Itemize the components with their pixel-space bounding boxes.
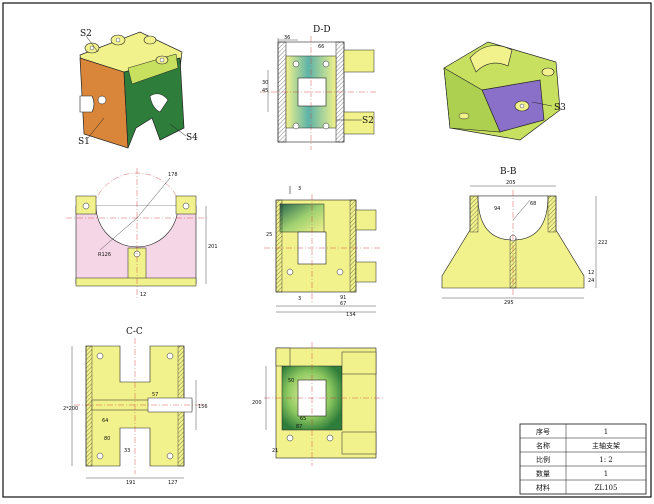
cc-dim-c: 156 <box>198 404 208 410</box>
tb-label-index: 序号 <box>536 427 550 436</box>
bm-dim-a: 200 <box>252 400 262 406</box>
bm-dim-b: 50 <box>288 378 294 384</box>
tb-label-scale: 比例 <box>536 455 550 464</box>
bm-dim-e: 21 <box>272 448 278 454</box>
sec-dim-c: 201 <box>208 244 218 250</box>
bb-dim-r: 68 <box>530 201 536 207</box>
bb-dim-small: 12 <box>588 270 594 276</box>
tb-value-scale: 1: 2 <box>599 456 613 464</box>
mid-dim-b: 67 <box>340 301 346 307</box>
front-section-view: 178 R126 201 12 <box>66 168 218 298</box>
mid-section-mark-bottom: 3 <box>298 296 301 302</box>
tb-label-name: 名称 <box>536 441 550 450</box>
mid-dim-a: 91 <box>340 295 346 301</box>
tb-label-material: 材料 <box>536 483 550 492</box>
cc-dim-a: 191 <box>126 480 136 486</box>
cc-dim-e: 57 <box>152 392 158 398</box>
label-s4: S4 <box>186 133 198 143</box>
sec-dim-b: R126 <box>98 252 111 258</box>
label-s2-dd: S2 <box>362 116 374 126</box>
tb-value-qty: 1 <box>604 470 608 478</box>
label-s3: S3 <box>554 103 566 113</box>
bb-dim-h: 222 <box>598 240 608 246</box>
dd-dim-left3: 66 <box>318 44 324 50</box>
tb-value-material: ZL105 <box>595 484 618 492</box>
middle-section-view: 3 3 91 67 134 25 <box>264 186 380 318</box>
mid-dim-c: 134 <box>346 312 356 318</box>
bb-dim-small2: 24 <box>588 278 594 284</box>
iso-view-s3: S3 <box>443 41 566 141</box>
tb-label-qty: 数量 <box>536 469 550 478</box>
bb-dim-r2: 94 <box>494 206 500 212</box>
tb-value-index: 1 <box>604 428 608 436</box>
bb-title: B-B <box>500 167 517 177</box>
cc-dim-f: 64 <box>102 418 108 424</box>
dd-section-view: D-D 36 30 45 66 S2 <box>260 25 376 150</box>
cc-section-view: C-C 2*200 191 127 156 57 64 80 33 <box>63 327 208 486</box>
bm-dim-c: 65 <box>300 416 306 422</box>
cc-dim-g: 80 <box>104 436 110 442</box>
tb-value-name: 主轴支架 <box>592 441 620 450</box>
iso-view-s1-s4: S2 S1 S4 <box>78 29 198 149</box>
cc-dim-b: 127 <box>168 480 178 486</box>
dd-dim-left2: 45 <box>262 88 268 94</box>
bm-dim-d: 87 <box>296 424 302 430</box>
mid-section-mark-top: 3 <box>298 186 301 192</box>
bottom-view: 200 50 65 87 21 <box>252 342 384 466</box>
cc-dim-d: 2*200 <box>63 406 78 412</box>
dd-dim-left1: 30 <box>262 80 268 86</box>
cc-title: C-C <box>126 327 143 337</box>
title-block: 序号 1 名称 主轴支架 比例 1: 2 数量 1 材料 ZL105 <box>519 423 647 495</box>
bb-dim-top: 205 <box>506 180 516 186</box>
dd-title: D-D <box>313 25 331 35</box>
dd-dim-top: 36 <box>284 35 290 41</box>
label-s1: S1 <box>78 137 90 147</box>
bb-section-view: B-B 205 68 94 222 295 12 24 <box>441 167 608 306</box>
sheet-border <box>2 2 652 498</box>
cc-dim-h: 33 <box>124 448 130 454</box>
sec-dim-d: 12 <box>140 292 146 298</box>
label-s2-iso: S2 <box>80 29 92 39</box>
sec-dim-a: 178 <box>168 172 178 178</box>
mid-dim-d: 25 <box>266 232 272 238</box>
bb-dim-bottom: 295 <box>504 300 514 306</box>
